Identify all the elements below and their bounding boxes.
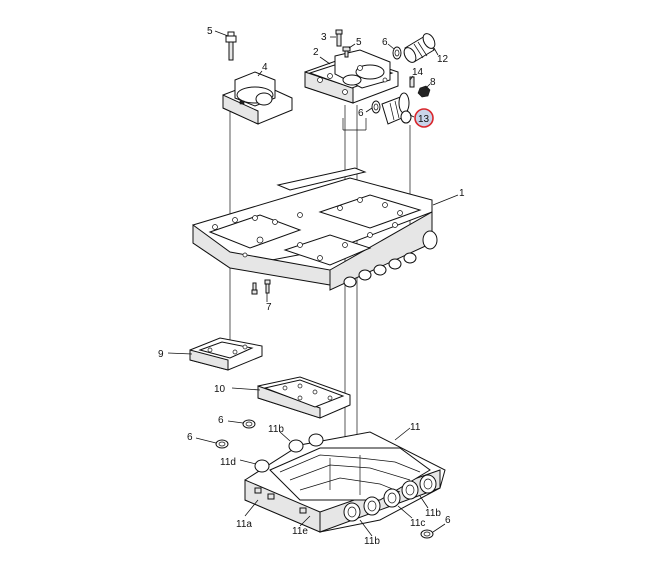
part-7-bolts [251,279,271,302]
callout-3: 3 [321,32,327,43]
callout-2: 2 [313,47,319,58]
part-2-upper-plate [304,49,399,104]
part-11-lower-valve-body [239,427,446,537]
callout-5-left: 5 [207,26,213,37]
part-6-oring-top [387,43,402,60]
part-3-screw [330,29,343,47]
part-4-solenoid-block [222,70,293,125]
highlight-ring [414,108,434,128]
callout-8: 8 [430,77,436,88]
part-6-oring-lower-3 [420,523,446,539]
callout-6-lower-1: 6 [218,415,224,426]
callout-5-top: 5 [356,37,362,48]
callout-11a: 11a [236,519,252,530]
callout-9: 9 [158,349,164,360]
callout-labels: 1 2 3 4 5 5 6 6 6 6 6 7 8 9 10 11 11a 11… [158,26,465,547]
callout-6-lower-2: 6 [187,432,193,443]
part-6-oring-mid [365,100,381,114]
callout-1: 1 [459,188,465,199]
callout-7: 7 [266,302,272,313]
callout-10: 10 [214,384,226,395]
part-5-screw-top [342,43,356,58]
part-13-solenoid [381,92,415,125]
callout-11b-bottom: 11b [364,536,380,547]
callout-14: 14 [412,67,424,78]
part-6-oring-lower-1 [227,419,256,429]
callout-11c: 11c [410,518,425,529]
callout-6-lower-3: 6 [445,515,451,526]
part-12-solenoid [403,33,439,63]
callout-11b-right: 11b [425,508,441,519]
callout-11d: 11d [220,457,236,468]
callout-13-highlight[interactable]: 13 [414,108,434,128]
part-1-main-valve-body [192,167,459,291]
callout-6-top: 6 [382,37,388,48]
callout-13: 13 [418,114,430,125]
part-6-oring-lower-2 [195,437,229,449]
callout-4: 4 [262,62,268,73]
callout-12: 12 [437,54,449,65]
part-14-pin [409,75,415,88]
part-10-separator-plate [231,376,351,419]
callout-6-mid: 6 [358,108,364,119]
callout-11b-top: 11b [268,424,284,435]
callout-11: 11 [410,422,421,433]
part-5-bolt-left [214,30,237,61]
callout-11e: 11e [292,526,308,537]
part-8-nut [417,83,431,98]
part-9-small-plate [167,337,263,371]
